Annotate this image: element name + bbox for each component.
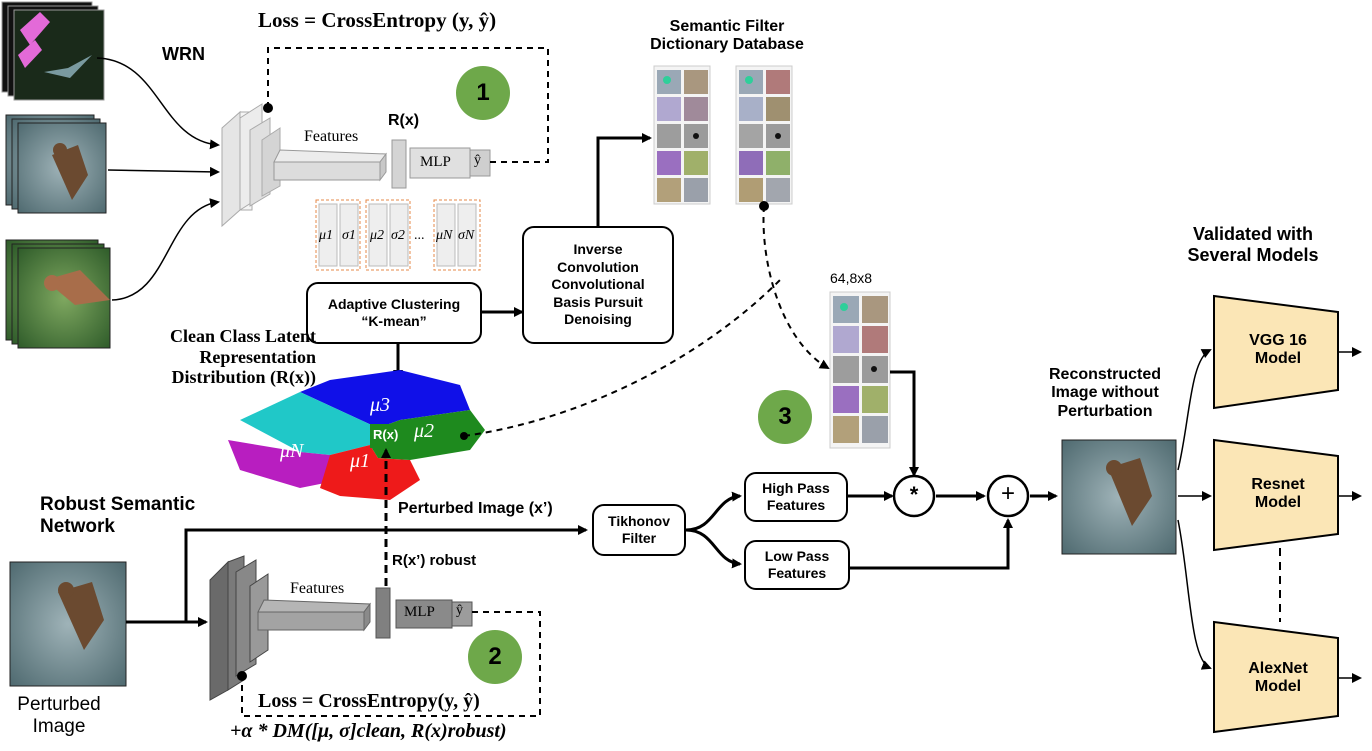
yhat-top: ŷ	[474, 153, 481, 168]
perturbed-image	[9, 561, 127, 687]
bottom-loss-line-2: +α * DM([μ, σ]clean, R(x)robust)	[230, 720, 507, 742]
reconstructed-label: Reconstructed Image without Perturbation	[1048, 366, 1162, 420]
high-pass-box: High Pass Features	[744, 472, 848, 522]
cluster-mu1-label: μ1	[350, 450, 371, 472]
multiply-node	[892, 474, 936, 518]
robust-network	[209, 555, 473, 701]
semantic-db-title: Semantic Filter Dictionary Database	[650, 18, 804, 54]
mu-sigma-strips	[315, 199, 481, 271]
inverse-convolution-box: Inverse Convolution Convolutional Basis …	[522, 226, 674, 344]
rx-label: R(x)	[388, 112, 420, 129]
cluster-mu2-label: μ2	[414, 420, 435, 442]
wrn-network	[221, 103, 491, 228]
step-3-badge: 3	[758, 390, 812, 444]
perturbed-caption: Perturbed Image	[17, 694, 101, 737]
model-alexnet	[1213, 620, 1339, 734]
wrn-label: WRN	[162, 44, 205, 64]
yhat-bottom: ŷ	[456, 603, 463, 618]
clean-class-label: Clean Class Latent Representation Distri…	[169, 326, 316, 388]
mu-1-label: μ1	[319, 228, 334, 243]
vgg16-label: VGG 16 Model	[1249, 332, 1307, 368]
features-bottom-label: Features	[290, 580, 345, 597]
sigma-2-label: σ2	[391, 228, 405, 243]
step-1-badge: 1	[456, 66, 510, 120]
reconstructed-image	[1061, 439, 1177, 555]
mlp-top-label: MLP	[420, 154, 451, 170]
low-pass-box: Low Pass Features	[744, 540, 850, 590]
validated-title: Validated with Several Models	[1187, 224, 1319, 265]
mu-n-label: μN	[436, 228, 453, 243]
top-loss-label: Loss = CrossEntropy (y, ŷ)	[258, 8, 497, 32]
sigma-n-label: σN	[458, 228, 475, 243]
tikhonov-filter-box: Tikhonov Filter	[592, 504, 686, 556]
model-resnet	[1213, 438, 1339, 552]
perturbed-image-arrow-label: Perturbed Image (x’)	[398, 500, 553, 517]
cluster-mu3-label: μ3	[370, 394, 391, 416]
sigma-1-label: σ1	[342, 228, 356, 243]
add-symbol: +	[1000, 480, 1015, 507]
cluster-scatter	[228, 370, 485, 500]
filter-dictionary-grid-2	[735, 65, 793, 205]
step-2-badge: 2	[468, 630, 522, 684]
mlp-bottom-label: MLP	[404, 604, 435, 620]
robust-title: Robust Semantic Network	[40, 494, 196, 537]
filter-size-label: 64,8x8	[830, 270, 873, 286]
bottom-loss-line-1: Loss = CrossEntropy(y, ŷ)	[258, 690, 480, 712]
rx-robust-label: R(x’) robust	[392, 552, 477, 569]
multiply-symbol: *	[909, 482, 919, 507]
input-image-stack-3	[5, 239, 111, 349]
mu-2-label: μ2	[370, 228, 385, 243]
filter-dictionary-grid-1	[653, 65, 711, 205]
resnet-label: Resnet Model	[1251, 476, 1305, 512]
features-top-label: Features	[304, 128, 359, 145]
model-vgg16	[1213, 294, 1339, 410]
adaptive-clustering-box: Adaptive Clustering “K-mean”	[306, 282, 482, 344]
input-image-stack-2	[5, 114, 107, 214]
ellipsis-label: ...	[414, 228, 425, 243]
cluster-mun-label: μN	[280, 440, 304, 462]
add-node	[986, 474, 1030, 518]
selected-filter-grid	[829, 291, 891, 449]
alexnet-label: AlexNet Model	[1248, 660, 1308, 696]
cluster-rx-label: R(x)	[373, 427, 399, 442]
input-image-stack-1	[1, 1, 105, 101]
